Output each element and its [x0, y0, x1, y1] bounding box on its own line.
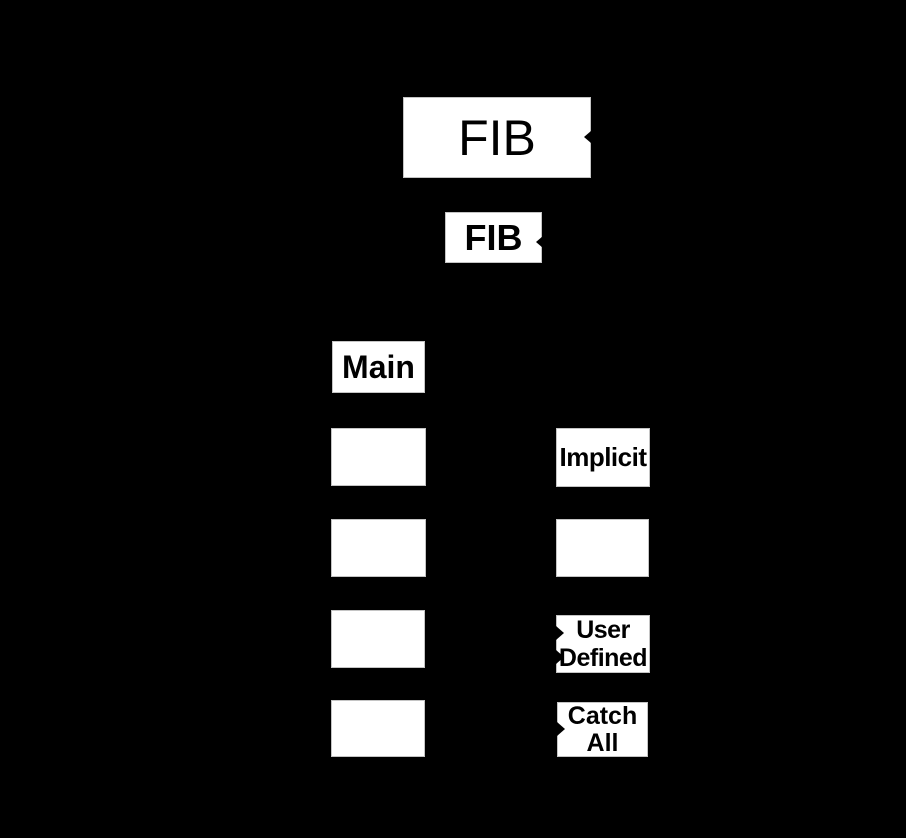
- arrowhead-into-catch-all-icon: [557, 722, 565, 736]
- table-box-5: [331, 700, 425, 757]
- source-implicit-label: Implicit: [559, 442, 647, 472]
- main-table-label: Main: [342, 348, 415, 385]
- source-user-defined-label-line1: User: [576, 616, 630, 644]
- arrowhead-into-fib-child-icon: [536, 236, 543, 248]
- source-user-defined-label-line2: Defined: [558, 644, 648, 672]
- source-catch-all-label-line1: Catch: [567, 701, 638, 730]
- fib-child-label: FIB: [464, 216, 523, 258]
- main-table-box: Main: [332, 341, 425, 393]
- source-user-defined-box: User Defined: [556, 615, 650, 673]
- fib-child-box: FIB: [445, 212, 542, 263]
- table-box-3: [331, 519, 426, 577]
- arrowhead-into-user-defined-top-icon: [556, 626, 564, 640]
- fib-root-box: FIB: [403, 97, 591, 178]
- source-box-2: [556, 519, 649, 577]
- source-implicit-box: Implicit: [556, 428, 650, 487]
- arrowhead-into-user-defined-bottom-icon: [556, 650, 564, 664]
- source-catch-all-label-line2: All: [586, 728, 619, 757]
- arrowhead-into-fib-root-icon: [584, 131, 591, 143]
- table-box-4: [331, 610, 425, 668]
- source-catch-all-box: Catch All: [557, 702, 648, 757]
- fib-root-label: FIB: [458, 109, 536, 166]
- table-box-2: [331, 428, 426, 486]
